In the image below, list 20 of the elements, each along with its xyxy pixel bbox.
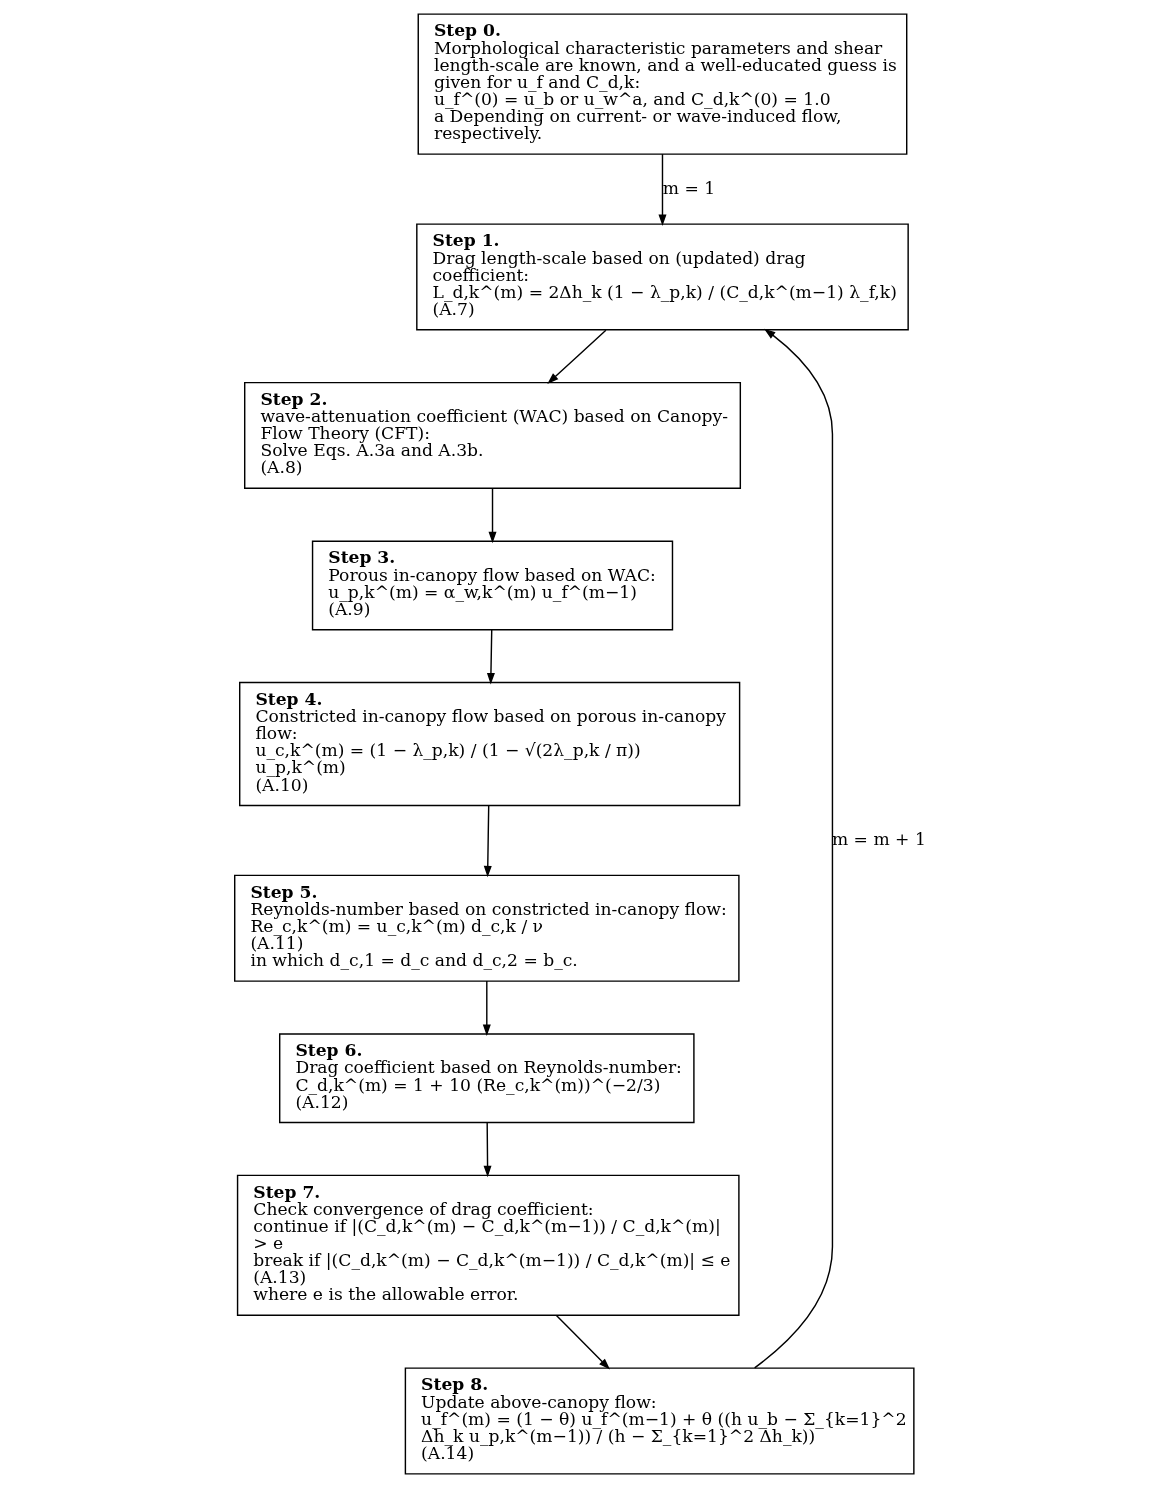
arrow	[555, 1314, 610, 1370]
arrow	[488, 487, 497, 544]
arrow	[483, 805, 492, 878]
edge-label: m = m + 1	[831, 828, 926, 849]
node-box: Step 8. Update above-canopy flow: u_f^(m) = (1 − θ) u_f^(m−1) + θ ((h u_b − Σ_{k=1}^2 Δh_k u_p,k^(m−1)) / (h − Σ_{k=1}^2 Δh_k)) (A.14)	[404, 1367, 915, 1475]
node-box: Step 2. wave-attenuation coefficient (WAC) based on Canopy-Flow Theory (CFT): Solve Eqs. A.3a and A.3b. (A.8)	[243, 381, 741, 490]
node-box: Step 7. Check convergence of drag coefficient: continue if |(C_d,k^(m) − C_d,k^(m−1)) / C_d,k^(m)| > e break if |(C_d,k^(m) − C_d,k^(m−1)) / C_d,k^(m)| ≤ e (A.13) where e is the allowable error.	[236, 1174, 740, 1317]
node-box: Step 6. Drag coefficient based on Reynolds-number: C_d,k^(m) = 1 + 10 (Re_c,k^(m))^(−2/3) (A.12)	[278, 1033, 695, 1124]
node-box: Step 3. Porous in-canopy flow based on WAC: u_p,k^(m) = α_w,k^(m) u_f^(m−1) (A.9)	[311, 540, 673, 631]
arrow	[483, 1122, 492, 1178]
edge-label: m = 1	[662, 177, 715, 198]
arrow	[753, 328, 833, 1369]
arrow	[482, 980, 491, 1037]
node-box: Step 5. Reynolds-number based on constricted in-canopy flow: Re_c,k^(m) = u_c,k^(m) d_c,k / ν (A.11) in which d_c,1 = d_c and d_c,2 = b_c.	[233, 874, 740, 982]
arrow	[546, 329, 607, 384]
node-box: Step 1. Drag length-scale based on (updated) drag coefficient: L_d,k^(m) = 2Δh_k (1 − λ_p,k) / (C_d,k^(m−1) λ_f,k) (A.7)	[415, 223, 909, 331]
node-box: Step 4. Constricted in-canopy flow based on porous in-canopy flow: u_c,k^(m) = (1 − λ_p,k) / (1 − √(2λ_p,k / π)) u_p,k^(m) (A.10)	[238, 681, 740, 807]
arrow	[486, 629, 495, 685]
arrow	[657, 153, 666, 226]
node-box: Step 0. Morphological characteristic parameters and shear length-scale are known, and a well-educated guess is given for u_f and C_d,k: u_f^(0) = u_b or u_w^a, and C_d,k^(0) = 1.0 a Depending on current- or wave-induced flow, respectively.	[417, 13, 907, 155]
